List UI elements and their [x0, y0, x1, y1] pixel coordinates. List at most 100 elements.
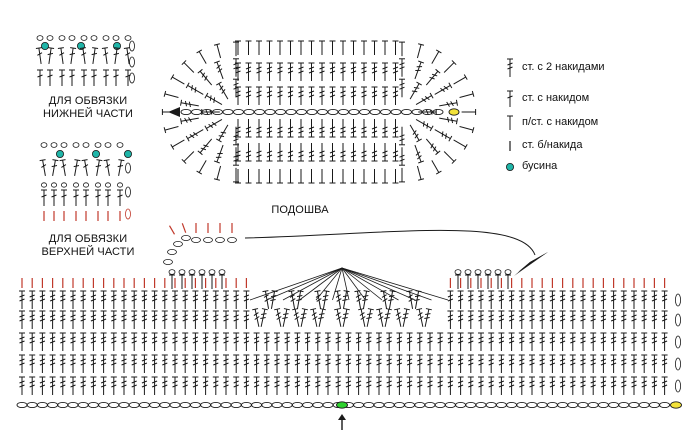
dc2-stitch — [487, 332, 495, 352]
dc2-stitch — [59, 354, 67, 374]
dc2-stitch — [375, 332, 383, 352]
hdc-stitch — [414, 43, 425, 60]
chain — [200, 401, 212, 409]
dc2-stitch — [232, 354, 240, 374]
dc2-stitch — [171, 354, 179, 374]
dc2-stitch — [69, 290, 77, 310]
dc-stitch — [36, 69, 44, 87]
dc2-stitch — [640, 310, 648, 330]
hdc-stitch — [398, 41, 406, 57]
dc-stitch — [45, 47, 55, 65]
dc2-stitch — [569, 310, 577, 330]
dc2-stitch — [100, 376, 108, 396]
dc2-stitch — [212, 310, 220, 330]
dc2-stitch — [416, 354, 424, 374]
hdc-stitch — [458, 90, 475, 101]
turning-chain — [675, 313, 682, 327]
dc2-stitch — [315, 308, 327, 328]
hdc-stitch — [464, 274, 472, 290]
fan-line — [332, 267, 343, 301]
dc2-stitch — [548, 376, 556, 396]
chain — [546, 401, 558, 409]
fan-line — [341, 267, 449, 301]
dc2-stitch — [191, 310, 199, 330]
dc2-stitch — [110, 376, 118, 396]
dc2-stitch — [599, 310, 607, 330]
picot — [208, 269, 216, 275]
dc2-stitch — [18, 290, 26, 310]
dc2-stitch — [242, 354, 250, 374]
dc2-stitch — [120, 354, 128, 374]
dc2-stitch — [446, 376, 454, 396]
chain — [638, 401, 650, 409]
dc2-stitch — [308, 118, 315, 138]
chain — [465, 401, 477, 409]
dc2-stitch — [381, 142, 389, 162]
hdc-stitch — [163, 90, 180, 101]
hdc-stitch — [339, 40, 347, 56]
dc2-stitch — [255, 86, 263, 106]
picot — [82, 142, 90, 148]
dc2-stitch — [360, 86, 368, 106]
dc2-stitch — [399, 308, 411, 328]
dc2-stitch — [161, 332, 169, 352]
chain — [118, 401, 130, 409]
dc2-stitch — [245, 62, 252, 82]
chain — [215, 236, 225, 243]
fan-line — [282, 267, 343, 301]
chain — [47, 401, 59, 409]
dc2-stitch — [436, 376, 444, 396]
dc2-stitch — [363, 308, 375, 328]
picot — [90, 35, 98, 41]
turning-chain — [129, 56, 135, 68]
dc2-stitch — [242, 290, 250, 310]
dc2-stitch — [467, 376, 475, 396]
hdc-stitch — [318, 40, 326, 56]
chain — [240, 401, 252, 409]
dc2-stitch — [185, 82, 206, 98]
dc2-stitch — [640, 376, 648, 396]
fan-line — [266, 267, 343, 301]
hdc-stitch — [196, 49, 210, 66]
dc2-stitch — [324, 376, 332, 396]
chain — [51, 182, 58, 188]
picot — [60, 142, 68, 148]
picot — [454, 269, 462, 275]
dc2-stitch — [197, 68, 215, 88]
chain — [36, 401, 48, 409]
dc-stitch — [116, 189, 124, 207]
dc2-stitch — [569, 332, 577, 352]
dc2-stitch — [180, 99, 200, 110]
lower-trim-caption-line1: ДЛЯ ОБВЯЗКИ — [48, 95, 128, 107]
lower-trim-diagram — [35, 35, 135, 87]
dc2-stitch — [518, 290, 526, 310]
dc2-stitch — [242, 376, 250, 396]
chain — [77, 401, 89, 409]
dc2-stitch — [49, 332, 57, 352]
dc-stitch — [112, 69, 120, 87]
dc2-stitch — [497, 332, 505, 352]
dc2-stitch — [257, 308, 269, 328]
dc2-stitch — [140, 290, 148, 310]
dc2-stitch — [365, 354, 373, 374]
dc2-stitch — [89, 290, 97, 310]
chain — [475, 401, 487, 409]
chain — [108, 401, 120, 409]
dc2-stitch — [202, 290, 210, 310]
dc2-stitch — [467, 354, 475, 374]
dc2-stitch — [212, 290, 220, 310]
dc2-stitch — [610, 290, 618, 310]
legend-label: ст. с 2 накидами — [522, 61, 605, 73]
dc-stitch — [102, 69, 110, 87]
dc2-stitch — [477, 332, 485, 352]
chain — [369, 108, 381, 116]
fan-line — [299, 267, 343, 301]
dc2-stitch — [79, 290, 87, 310]
picot — [124, 35, 132, 41]
hdc-stitch-icon — [506, 115, 514, 131]
chain — [169, 401, 181, 409]
picot — [494, 269, 502, 275]
dc2-stitch — [398, 146, 406, 166]
dc2-stitch — [263, 332, 271, 352]
dc2-stitch — [161, 290, 169, 310]
